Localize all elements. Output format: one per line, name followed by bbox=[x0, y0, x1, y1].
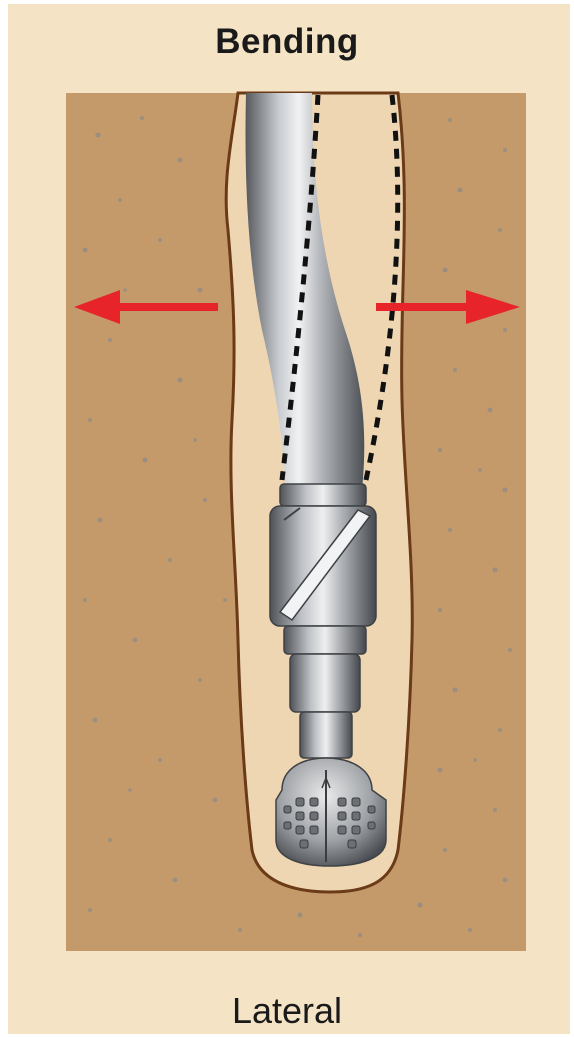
diagram-caption: Lateral bbox=[0, 990, 574, 1032]
stabilizer-icon bbox=[270, 484, 376, 654]
drill-collar bbox=[290, 654, 360, 758]
